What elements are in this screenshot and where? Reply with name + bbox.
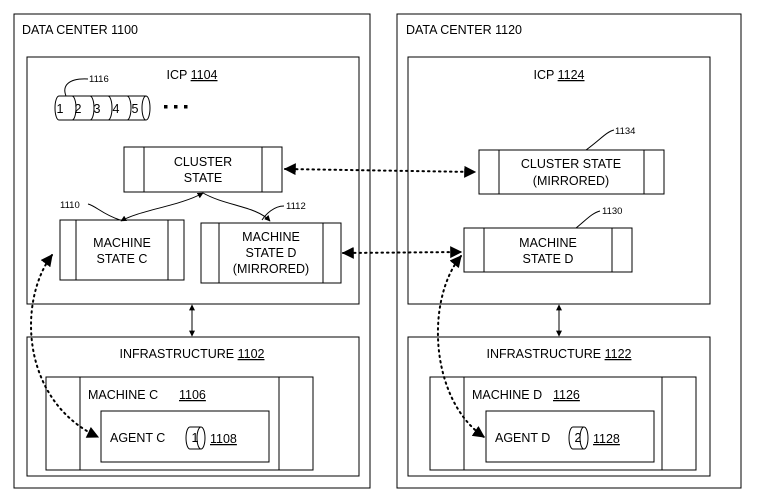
ref-1134: 1134	[615, 126, 635, 137]
ref-1134-leader	[585, 129, 615, 151]
agent-d-label: AGENT D	[495, 431, 550, 445]
ref-1116: 1116	[89, 74, 109, 85]
infrastructure-1102-label: INFRASTRUCTURE 1102	[120, 347, 265, 361]
machine-c-label: MACHINE C	[88, 388, 158, 402]
agent-c-ref: 1108	[210, 432, 237, 446]
queue-item-5: 5	[132, 102, 139, 116]
infrastructure-1122-label: INFRASTRUCTURE 1122	[487, 347, 632, 361]
data-center-1120-title: DATA CENTER 1120	[406, 23, 522, 37]
ref-1130: 1130	[602, 206, 622, 217]
dotted-link-machine-state-c-agent-c	[30, 254, 100, 438]
queue-ref-leader	[64, 78, 89, 97]
cluster-state-line1: CLUSTER	[174, 155, 232, 169]
arrow-cluster-to-machine-c	[120, 192, 204, 222]
cluster-state-mirrored-box	[478, 149, 665, 195]
machine-state-d-line3: (MIRRORED)	[233, 262, 309, 276]
data-center-1100-title: DATA CENTER 1100	[22, 23, 138, 37]
queue-ellipsis-icon	[164, 105, 188, 109]
queue-item-4: 4	[113, 102, 120, 116]
dotted-link-cluster-states	[283, 163, 477, 178]
machine-state-d-box	[463, 227, 633, 273]
machine-state-c-box	[59, 219, 185, 281]
arrow-cluster-to-machine-d	[202, 192, 271, 222]
ref-1130-leader	[575, 210, 601, 229]
agent-c-label: AGENT C	[110, 431, 165, 445]
agent-d-box	[485, 410, 655, 463]
machine-d-ref: 1126	[553, 388, 580, 402]
icp-1124-box	[407, 56, 711, 305]
machine-state-d-line1: MACHINE	[519, 236, 577, 250]
cluster-state-line2: STATE	[184, 171, 222, 185]
machine-d-label: MACHINE D	[472, 388, 542, 402]
ref-1112: 1112	[286, 201, 306, 212]
agent-c-queue-item: 1	[192, 431, 199, 445]
machine-state-d-line2: STATE D	[523, 252, 574, 266]
queue-item-3: 3	[94, 102, 101, 116]
machine-state-d-mirrored-box	[200, 222, 342, 284]
machine-state-d-line2: STATE D	[246, 246, 297, 260]
machine-state-c-line2: STATE C	[97, 252, 148, 266]
icp-1124-label: ICP 1124	[534, 68, 585, 82]
icp-1104-box	[26, 56, 360, 305]
machine-state-c-line1: MACHINE	[93, 236, 151, 250]
machine-state-d-line1: MACHINE	[242, 230, 300, 244]
machine-c-ref: 1106	[179, 388, 206, 402]
ref-1112-leader	[261, 205, 285, 221]
infrastructure-1122-box	[407, 336, 711, 477]
icp-1104-label: ICP 1104	[167, 68, 218, 82]
data-center-1120-box	[396, 13, 742, 489]
dotted-link-machine-states	[341, 246, 463, 259]
ref-1110-leader	[87, 203, 121, 221]
infrastructure-1102-box	[26, 336, 360, 477]
queue-item-1: 1	[57, 102, 64, 116]
agent-d-queue	[568, 426, 589, 450]
agent-d-ref: 1128	[593, 432, 620, 446]
dotted-link-machine-state-d-agent-d	[436, 255, 485, 438]
queue-1116	[54, 95, 151, 121]
cluster-state-mirrored-line1: CLUSTER STATE	[521, 157, 621, 171]
agent-d-queue-item: 2	[575, 431, 582, 445]
agent-c-queue	[185, 426, 206, 450]
agent-c-box	[100, 410, 270, 463]
cluster-state-box	[123, 146, 283, 193]
cluster-state-mirrored-line2: (MIRRORED)	[533, 174, 609, 188]
queue-item-2: 2	[75, 102, 82, 116]
ref-1110: 1110	[60, 200, 80, 211]
